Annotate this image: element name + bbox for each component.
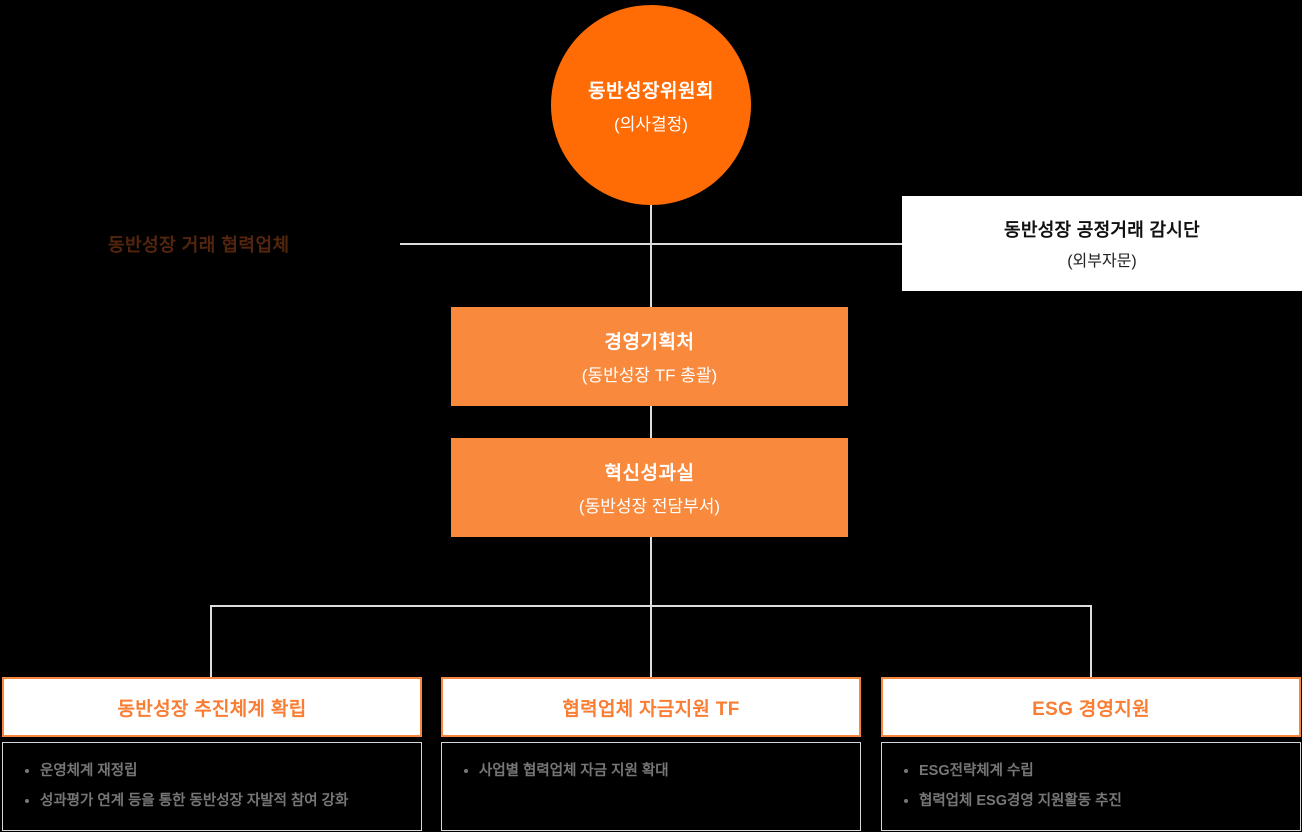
- branch-header: ESG 경영지원: [881, 677, 1301, 737]
- list-item: 성과평가 연계 등을 통한 동반성장 자발적 참여 강화: [19, 786, 405, 816]
- root-node: 동반성장위원회 (의사결정): [551, 5, 751, 205]
- level2-title: 경영기획처: [604, 332, 695, 353]
- branch-body: ESG전략체계 수립 협력업체 ESG경영 지원활동 추진: [881, 742, 1301, 831]
- list-item-text: ESG전략체계 수립: [919, 763, 1034, 779]
- level2-node: 경영기획처 (동반성장 TF 총괄): [451, 307, 848, 406]
- advisor-title: 동반성장 공정거래 감시단: [1003, 220, 1201, 240]
- list-item: ESG전략체계 수립: [898, 756, 1284, 786]
- connector-drop-left: [210, 605, 212, 677]
- connector-drop-right: [1090, 605, 1092, 677]
- level2-subtitle: (동반성장 TF 총괄): [581, 366, 718, 385]
- list-item-text: 사업별 협력업체 자금 지원 확대: [479, 763, 669, 779]
- branch-body: 사업별 협력업체 자금 지원 확대: [441, 742, 861, 831]
- bullet-icon: [25, 769, 29, 773]
- list-item: 운영체계 재정립: [19, 756, 405, 786]
- list-item: 협력업체 ESG경영 지원활동 추진: [898, 786, 1284, 816]
- partner-companies-label: 동반성장 거래 협력업체: [108, 235, 290, 255]
- bullet-icon: [25, 799, 29, 803]
- branch-body: 운영체계 재정립 성과평가 연계 등을 통한 동반성장 자발적 참여 강화: [2, 742, 422, 831]
- connector-root-to-level2: [650, 205, 652, 307]
- list-item: 사업별 협력업체 자금 지원 확대: [458, 756, 844, 786]
- bullet-icon: [904, 799, 908, 803]
- list-item-text: 운영체계 재정립: [40, 763, 138, 779]
- connector-level3-to-branches: [650, 537, 652, 607]
- list-item-text: 협력업체 ESG경영 지원활동 추진: [919, 793, 1122, 809]
- list-item-text: 성과평가 연계 등을 통한 동반성장 자발적 참여 강화: [40, 793, 349, 809]
- bullet-icon: [904, 769, 908, 773]
- level3-node: 혁신성과실 (동반성장 전담부서): [451, 438, 848, 537]
- root-title: 동반성장위원회: [588, 80, 714, 102]
- branch-esg-support: ESG 경영지원 ESG전략체계 수립 협력업체 ESG경영 지원활동 추진: [881, 677, 1301, 831]
- branch-title: 협력업체 자금지원 TF: [562, 698, 740, 720]
- branch-title: 동반성장 추진체계 확립: [117, 698, 307, 720]
- branch-header: 동반성장 추진체계 확립: [2, 677, 422, 737]
- branch-title: ESG 경영지원: [1032, 698, 1150, 720]
- connector-drop-middle: [650, 605, 652, 677]
- branch-promotion-system: 동반성장 추진체계 확립 운영체계 재정립 성과평가 연계 등을 통한 동반성장…: [2, 677, 422, 831]
- connector-horizontal-advisor: [400, 243, 902, 245]
- advisor-subtitle: (외부자문): [1067, 253, 1137, 270]
- connector-level2-to-level3: [650, 406, 652, 438]
- root-subtitle: (의사결정): [614, 114, 688, 134]
- bullet-icon: [464, 769, 468, 773]
- branch-header: 협력업체 자금지원 TF: [441, 677, 861, 737]
- level3-title: 혁신성과실: [604, 463, 695, 484]
- advisor-node: 동반성장 공정거래 감시단 (외부자문): [902, 196, 1302, 291]
- branch-funding-tf: 협력업체 자금지원 TF 사업별 협력업체 자금 지원 확대: [441, 677, 861, 831]
- level3-subtitle: (동반성장 전담부서): [578, 497, 721, 516]
